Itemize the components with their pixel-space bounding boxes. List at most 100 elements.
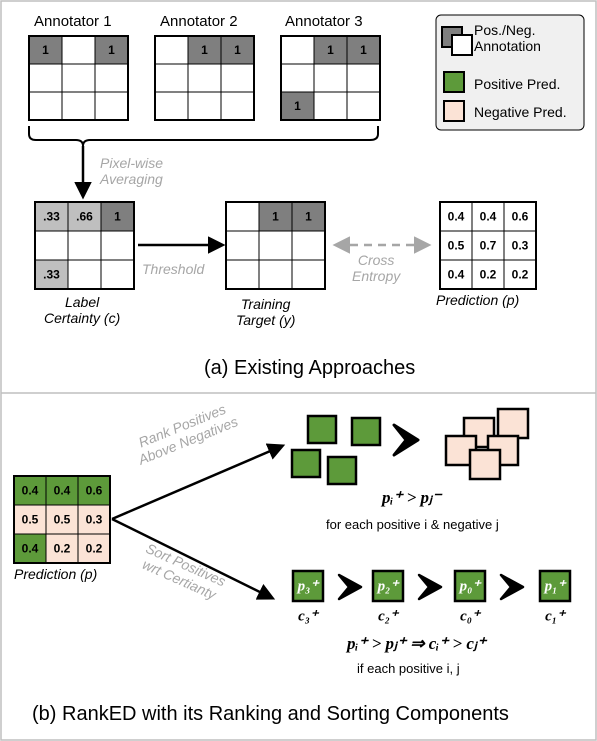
sort-branch-arrow [111, 517, 276, 600]
sorted-box-c-label: c₀⁺ [460, 608, 482, 624]
top-prediction-grid-cell [439, 201, 473, 232]
annotator-1-grid-cell [94, 35, 129, 65]
top-prediction-grid-cell [503, 259, 537, 290]
bottom-prediction-grid-cell-value: 0.6 [86, 484, 103, 498]
bottom-prediction-grid-cell [45, 504, 79, 535]
annotator-1-grid-cell-value: 1 [42, 43, 49, 57]
certainty-grid-cell-value: .33 [43, 268, 60, 282]
annotator-3-grid-outline [280, 35, 381, 121]
greater-than-icon [499, 573, 525, 601]
sorted-positive-box [371, 569, 405, 603]
target-grid-outline [225, 201, 326, 290]
rank-formula: pᵢ⁺ > pⱼ⁻ [382, 488, 441, 507]
target-grid-cell [225, 201, 260, 232]
section-b-caption: (b) RankED with its Ranking and Sorting … [32, 703, 509, 725]
sorted-box-c-label: c₂⁺ [378, 608, 400, 624]
top-prediction-caption: Prediction (p) [436, 292, 520, 308]
target-grid-cell [225, 259, 260, 290]
section-a-caption: (a) Existing Approaches [204, 357, 416, 379]
negative-square [468, 448, 502, 481]
bottom-prediction-grid-cell [77, 504, 111, 535]
greater-than-icon [417, 573, 443, 601]
annotator-1-grid-cell [94, 63, 129, 93]
annotator-2-grid-cell-value: 1 [201, 43, 208, 57]
annotator-2-grid-cell [154, 35, 189, 65]
annotator-3-grid-cell [346, 63, 381, 93]
sorted-box-c-label: c₃⁺ [298, 608, 320, 624]
bottom-prediction-grid-outline [13, 475, 111, 564]
bottom-prediction-grid-cell-value: 0.4 [54, 484, 71, 498]
sorted-box-p-label: p₃⁺ [296, 578, 321, 594]
annotator-1-grid-cell-value: 1 [108, 43, 115, 57]
positive-square [290, 448, 322, 479]
positive-square [306, 414, 338, 445]
annotator-3-grid-cell [313, 63, 348, 93]
top-prediction-grid-cell [471, 230, 505, 261]
green-square-icon [443, 71, 465, 93]
annotator-3-grid-cell [313, 35, 348, 65]
bottom-prediction-grid-cell-value: 0.4 [22, 484, 39, 498]
annotator-3-grid-cell [346, 35, 381, 65]
annotator-2-grid-outline [154, 35, 255, 121]
annotator-1-title: Annotator 1 [34, 13, 112, 30]
annotator-2-grid-cell [154, 63, 189, 93]
legend-annotation-label: Pos./Neg. Annotation [474, 22, 541, 55]
annotator-3-grid-cell [346, 91, 381, 121]
annotator-3-grid-cell [313, 91, 348, 121]
annotator-2-title: Annotator 2 [160, 13, 238, 30]
annotator-3-grid-cell-value: 1 [327, 43, 334, 57]
sorted-box-p-label: p₁⁺ [543, 578, 568, 594]
annotator-1-grid-cell [61, 91, 96, 121]
rank-note: for each positive i & negative j [326, 517, 499, 532]
top-prediction-grid-cell-value: 0.6 [512, 210, 529, 224]
top-prediction-grid-cell-value: 0.7 [480, 239, 497, 253]
target-grid-cell [291, 230, 326, 261]
annotator-1-grid-cell [61, 35, 96, 65]
target-grid-cell-value: 1 [272, 210, 279, 224]
annotator-1-grid-cell [94, 91, 129, 121]
annotator-3-title: Annotator 3 [285, 13, 363, 30]
top-prediction-grid-cell [439, 230, 473, 261]
annotator-2-grid-cell [220, 91, 255, 121]
cross-entropy-label: Cross Entropy [352, 252, 401, 285]
certainty-grid-cell-value: .33 [43, 210, 60, 224]
threshold-label: Threshold [142, 261, 205, 277]
target-grid-cell [258, 259, 293, 290]
sorted-box-p-label: p₀⁺ [458, 578, 483, 594]
sorted-box-c-label: c₁⁺ [545, 608, 567, 624]
target-grid-cell [291, 259, 326, 290]
rank-branch-arrow [111, 443, 286, 521]
annotator-3-grid-cell-value: 1 [294, 99, 301, 113]
legend-negative-label: Negative Pred. [474, 104, 567, 120]
bottom-prediction-grid-cell-value: 0.4 [22, 542, 39, 556]
annotator-2-grid-cell [187, 91, 222, 121]
positive-square [350, 416, 382, 447]
sorted-positive-box [291, 569, 325, 603]
annotator-2-grid-cell-value: 1 [234, 43, 241, 57]
top-prediction-grid-cell-value: 0.3 [512, 239, 529, 253]
pos-neg-squares-icon-front [451, 34, 473, 56]
greater-than-icon [392, 423, 420, 457]
bottom-prediction-grid-cell-value: 0.2 [54, 542, 71, 556]
bottom-prediction-grid-cell-value: 0.3 [86, 513, 103, 527]
annotator-3-grid-cell-value: 1 [360, 43, 367, 57]
annotator-2-grid-cell [154, 91, 189, 121]
bottom-prediction-grid-cell-value: 0.2 [86, 542, 103, 556]
averaging-label: Pixel-wise Averaging [100, 155, 164, 188]
bottom-prediction-grid-cell-value: 0.5 [22, 513, 39, 527]
target-grid-cell-value: 1 [305, 210, 312, 224]
greater-than-icon [337, 573, 363, 601]
negative-square [496, 407, 530, 440]
sort-formula: pᵢ⁺ > pⱼ⁺ ⇒ cᵢ⁺ > cⱼ⁺ [347, 634, 486, 653]
top-prediction-grid-cell-value: 0.4 [448, 210, 465, 224]
sorted-positive-box [453, 569, 487, 603]
sort-note: if each positive i, j [357, 661, 460, 676]
pink-square-icon [443, 100, 465, 122]
annotator-3-grid-cell [280, 35, 315, 65]
annotator-1-grid-outline [28, 35, 129, 121]
annotator-2-grid-cell [187, 63, 222, 93]
sorted-box-p-label: p₂⁺ [376, 578, 401, 594]
